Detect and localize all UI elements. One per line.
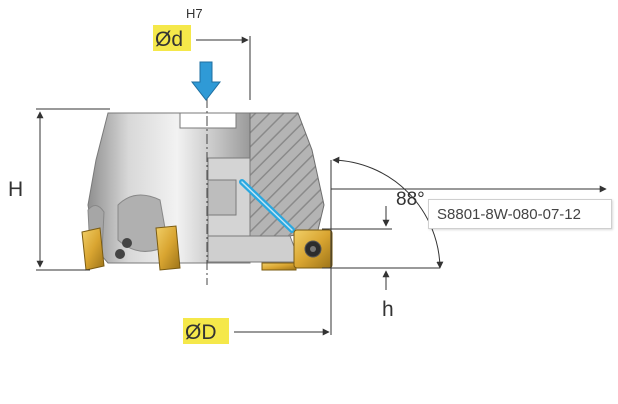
insert-left: [81, 227, 105, 271]
insert-height-label: h: [382, 298, 394, 321]
dimension-lines: [36, 36, 607, 336]
bore-diameter-label: Ød: [155, 28, 183, 51]
down-arrow-icon: [190, 61, 222, 101]
insert-center: [155, 225, 181, 271]
product-code-tooltip: S8801-8W-080-07-12: [428, 199, 612, 229]
section-view: [207, 112, 325, 263]
height-label: H: [8, 178, 23, 201]
screw-hole: [122, 238, 132, 248]
outer-diameter-label: ØD: [185, 321, 217, 344]
bore-diameter-highlight: [153, 25, 191, 51]
outer-diameter-highlight: [183, 318, 229, 344]
tolerance-label: H7: [186, 6, 203, 21]
inserts: [81, 225, 333, 271]
angle-label: 88°: [396, 189, 425, 210]
